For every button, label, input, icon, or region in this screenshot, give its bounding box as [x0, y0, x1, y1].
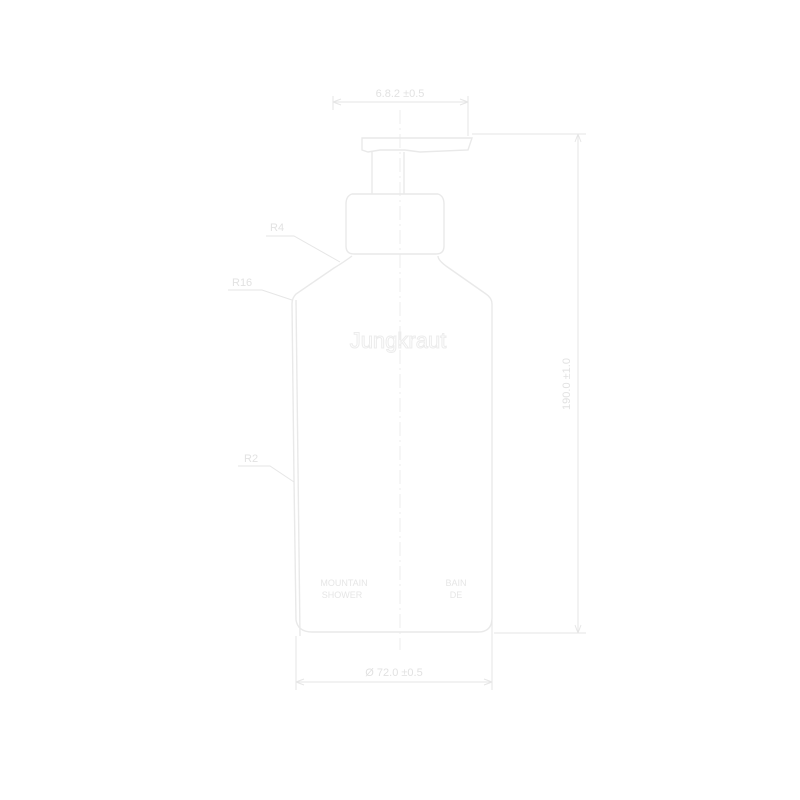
height-arrow-bottom	[574, 624, 582, 634]
top-width-label: 6.8.2 ±0.5	[376, 88, 425, 100]
label-right-line1: BAIN	[445, 578, 466, 588]
label-right-line2: DE	[450, 590, 463, 600]
brand-wordmark: Jungkraut	[350, 328, 447, 353]
radius-r4-leader	[266, 235, 341, 263]
diameter-arrow-right	[483, 678, 493, 686]
height-arrow-top	[574, 133, 582, 143]
bottle-body	[291, 255, 493, 633]
pump-stem	[371, 152, 405, 194]
radius-r2-label: R2	[244, 453, 258, 465]
height-label: 190.0 ±1.0	[561, 358, 573, 410]
radius-r16-leader	[228, 289, 293, 301]
label-left-edge	[295, 299, 301, 637]
label-left-line2: SHOWER	[322, 590, 363, 600]
bottle-cap	[345, 193, 445, 255]
pump-head	[361, 137, 473, 153]
radius-r4-label: R4	[270, 222, 284, 234]
radius-r16-label: R16	[232, 277, 252, 289]
top-width-arrow-right	[459, 98, 469, 106]
radius-r2-leader	[238, 465, 295, 483]
diameter-label: Ø 72.0 ±0.5	[365, 667, 422, 679]
label-left-line1: MOUNTAIN	[320, 578, 367, 588]
top-width-arrow-left	[332, 98, 342, 106]
diameter-arrow-left	[295, 678, 305, 686]
